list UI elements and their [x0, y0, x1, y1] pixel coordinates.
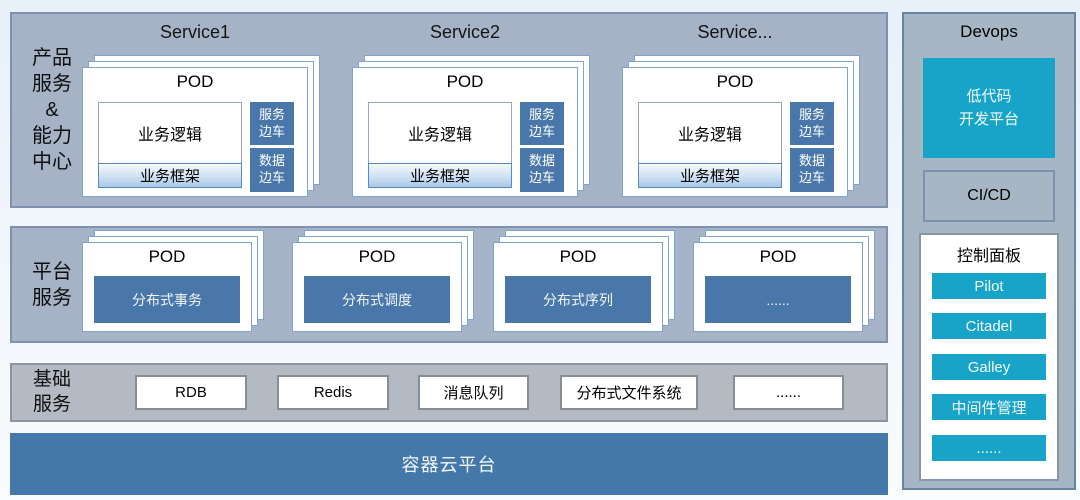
- control-panel-title: 控制面板: [956, 248, 1021, 265]
- pod-stack: POD 分布式调度: [292, 230, 474, 332]
- base-service-message-queue: 消息队列: [418, 375, 529, 410]
- pod-label: POD: [759, 247, 797, 266]
- pod-stack: POD ......: [693, 230, 875, 332]
- platform-pod-1: POD 分布式事务: [82, 230, 264, 332]
- business-logic-box: 业务逻辑: [638, 102, 782, 164]
- service-title: Service...: [697, 22, 773, 42]
- service-sidecar-box: 服务 边车: [520, 102, 564, 145]
- control-panel-item-middleware: 中间件管理: [932, 394, 1046, 420]
- devops-panel: Devops 低代码 开发平台 CI/CD 控制面板 Pilot Citadel…: [902, 12, 1076, 490]
- business-logic-box: 业务逻辑: [368, 102, 512, 164]
- lowcode-platform-box: 低代码 开发平台: [923, 58, 1055, 158]
- pod-card: POD 分布式事务: [82, 242, 252, 332]
- devops-title: Devops: [960, 22, 1018, 41]
- data-sidecar-box: 数据 边车: [250, 148, 294, 192]
- service-group-3: Service... POD 业务逻辑 业务框架 服务 边车 数据 边车: [622, 22, 860, 204]
- platform-service-box: 分布式序列: [505, 276, 651, 323]
- pod-stack: POD 分布式事务: [82, 230, 264, 332]
- business-framework-box: 业务框架: [368, 163, 512, 188]
- pod-label: POD: [176, 72, 214, 91]
- control-panel-item-pilot: Pilot: [932, 273, 1046, 299]
- pod-stack: POD 分布式序列: [493, 230, 675, 332]
- business-logic-box: 业务逻辑: [98, 102, 242, 164]
- products-band: 产品 服务 & 能力 中心 Service1 POD 业务逻辑 业务框架 服务 …: [10, 12, 888, 208]
- pod-card: POD 业务逻辑 业务框架 服务 边车 数据 边车: [352, 67, 578, 197]
- pod-label: POD: [716, 72, 754, 91]
- data-sidecar-box: 数据 边车: [790, 148, 834, 192]
- base-services-band: 基础 服务 RDB Redis 消息队列 分布式文件系统 ......: [10, 363, 888, 422]
- pod-card: POD 分布式序列: [493, 242, 663, 332]
- base-service-redis: Redis: [277, 375, 389, 410]
- service-group-1: Service1 POD 业务逻辑 业务框架 服务 边车 数据 边车: [82, 22, 320, 204]
- pod-stack: POD 业务逻辑 业务框架 服务 边车 数据 边车: [82, 55, 320, 197]
- base-service-more: ......: [733, 375, 844, 410]
- cicd-box: CI/CD: [923, 170, 1055, 222]
- service-title: Service2: [429, 22, 501, 42]
- pod-stack: POD 业务逻辑 业务框架 服务 边车 数据 边车: [352, 55, 590, 197]
- pod-card: POD 业务逻辑 业务框架 服务 边车 数据 边车: [82, 67, 308, 197]
- base-service-distributed-fs: 分布式文件系统: [560, 375, 698, 410]
- platform-band-label: 平台 服务: [32, 260, 72, 309]
- products-band-label: 产品 服务 & 能力 中心: [32, 47, 72, 173]
- business-framework-box: 业务框架: [98, 163, 242, 188]
- pod-label: POD: [358, 247, 396, 266]
- service-sidecar-box: 服务 边车: [250, 102, 294, 145]
- platform-pod-3: POD 分布式序列: [493, 230, 675, 332]
- control-panel-item-more: ......: [932, 435, 1046, 461]
- pod-label: POD: [446, 72, 484, 91]
- platform-service-box: 分布式事务: [94, 276, 240, 323]
- container-cloud-platform-bar: 容器云平台: [10, 433, 888, 495]
- service-title: Service1: [159, 22, 231, 42]
- control-panel-item-citadel: Citadel: [932, 313, 1046, 339]
- pod-label: POD: [148, 247, 186, 266]
- control-panel-box: 控制面板 Pilot Citadel Galley 中间件管理 ......: [919, 233, 1059, 481]
- data-sidecar-box: 数据 边车: [520, 148, 564, 192]
- platform-service-box: ......: [705, 276, 851, 323]
- platform-band: 平台 服务 POD 分布式事务 POD 分布式调度: [10, 226, 888, 343]
- platform-pod-4: POD ......: [693, 230, 875, 332]
- control-panel-item-galley: Galley: [932, 354, 1046, 380]
- pod-stack: POD 业务逻辑 业务框架 服务 边车 数据 边车: [622, 55, 860, 197]
- platform-pod-2: POD 分布式调度: [292, 230, 474, 332]
- base-service-rdb: RDB: [135, 375, 247, 410]
- base-band-label: 基础 服务: [32, 368, 71, 415]
- service-sidecar-box: 服务 边车: [790, 102, 834, 145]
- business-framework-box: 业务框架: [638, 163, 782, 188]
- pod-card: POD ......: [693, 242, 863, 332]
- pod-card: POD 业务逻辑 业务框架 服务 边车 数据 边车: [622, 67, 848, 197]
- pod-card: POD 分布式调度: [292, 242, 462, 332]
- pod-label: POD: [559, 247, 597, 266]
- service-group-2: Service2 POD 业务逻辑 业务框架 服务 边车 数据 边车: [352, 22, 590, 204]
- platform-service-box: 分布式调度: [304, 276, 450, 323]
